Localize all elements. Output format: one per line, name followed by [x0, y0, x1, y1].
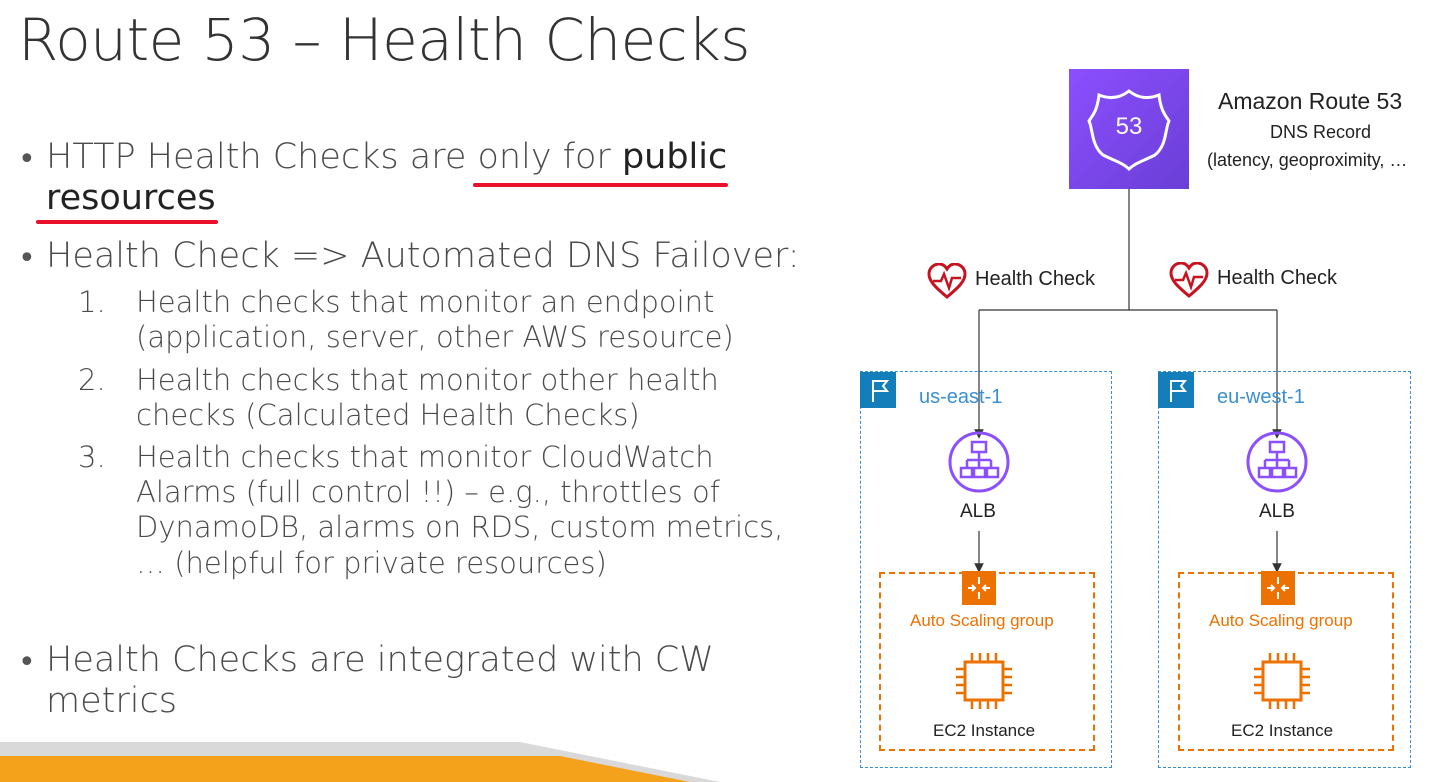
- item-1-line-1: Health checks that monitor an endpoint: [136, 285, 715, 319]
- bullet-3-line-2: metrics: [46, 681, 177, 721]
- region-flag-icon: [860, 372, 896, 408]
- ec2-label-eu-west-1: EC2 Instance: [1231, 721, 1334, 740]
- bullet-dot: •: [18, 645, 36, 680]
- bullet-1-text-a: HTTP Health Checks are: [46, 137, 478, 177]
- route53-icon: 53: [1069, 69, 1189, 189]
- item-2-line-1: Health checks that monitor other health: [136, 363, 719, 397]
- asg-label-eu-west-1: Auto Scaling group: [1209, 611, 1353, 630]
- region-box-eu-west-1: [1158, 371, 1411, 768]
- route53-sub1: DNS Record: [1270, 122, 1372, 142]
- health-check-label-1: Health Check: [975, 268, 1096, 290]
- region-flag-icon: [1158, 372, 1194, 408]
- route53-sub2: (latency, geoproximity, …: [1207, 150, 1408, 170]
- item-1-line-2: (application, server, other AWS resource…: [136, 320, 734, 354]
- load-balancer-icon: [1246, 431, 1308, 493]
- shield-icon: [1087, 89, 1171, 172]
- route53-name: Amazon Route 53: [1218, 88, 1403, 114]
- bullet-1-text-public: public: [621, 137, 728, 177]
- bottom-accent-bar: [0, 742, 720, 782]
- ec2-chip-icon: [956, 653, 1012, 709]
- item-number-3: 3.: [78, 440, 106, 474]
- item-3-line-1: Health checks that monitor CloudWatch: [136, 440, 714, 474]
- ec2-chip-icon: [1254, 653, 1310, 709]
- bullet-2: Health Check => Automated DNS Failover:: [46, 236, 800, 276]
- region-box-us-east-1: [860, 371, 1112, 768]
- item-number-1: 1.: [78, 285, 106, 319]
- region-name-eu-west-1: eu-west-1: [1217, 386, 1305, 408]
- slide-title: Route 53 – Health Checks: [18, 6, 751, 74]
- bullet-1-text-b: only for: [477, 137, 622, 177]
- route53-badge: 53: [1115, 113, 1143, 140]
- red-underline-2: [36, 220, 218, 224]
- health-check-label-2: Health Check: [1217, 267, 1338, 289]
- item-3-line-4: … (helpful for private resources): [136, 546, 607, 580]
- item-3-line-2: Alarms (full control !!) – e.g., throttl…: [136, 475, 720, 509]
- bullet-1-line-2: resources: [46, 178, 216, 218]
- alb-label-us-east-1: ALB: [960, 501, 996, 522]
- region-name-us-east-1: us-east-1: [919, 386, 1003, 408]
- bullet-dot: •: [18, 142, 36, 177]
- item-number-2: 2.: [78, 363, 106, 397]
- auto-scaling-icon: [962, 571, 996, 605]
- ec2-label-us-east-1: EC2 Instance: [933, 721, 1036, 740]
- auto-scaling-icon: [1261, 571, 1295, 605]
- asg-label-us-east-1: Auto Scaling group: [910, 611, 1054, 630]
- bullet-dot: •: [18, 241, 36, 276]
- item-3-line-3: DynamoDB, alarms on RDS, custom metrics,: [136, 510, 784, 544]
- heartbeat-icon: [1169, 262, 1209, 298]
- load-balancer-icon: [948, 431, 1010, 493]
- bullet-1-line-1: HTTP Health Checks are only for public: [46, 137, 727, 177]
- alb-label-eu-west-1: ALB: [1259, 501, 1295, 522]
- item-2-line-2: checks (Calculated Health Checks): [136, 398, 640, 432]
- heartbeat-icon: [927, 263, 967, 299]
- red-underline-1: [473, 183, 728, 187]
- bullet-3-line-1: Health Checks are integrated with CW: [46, 640, 714, 680]
